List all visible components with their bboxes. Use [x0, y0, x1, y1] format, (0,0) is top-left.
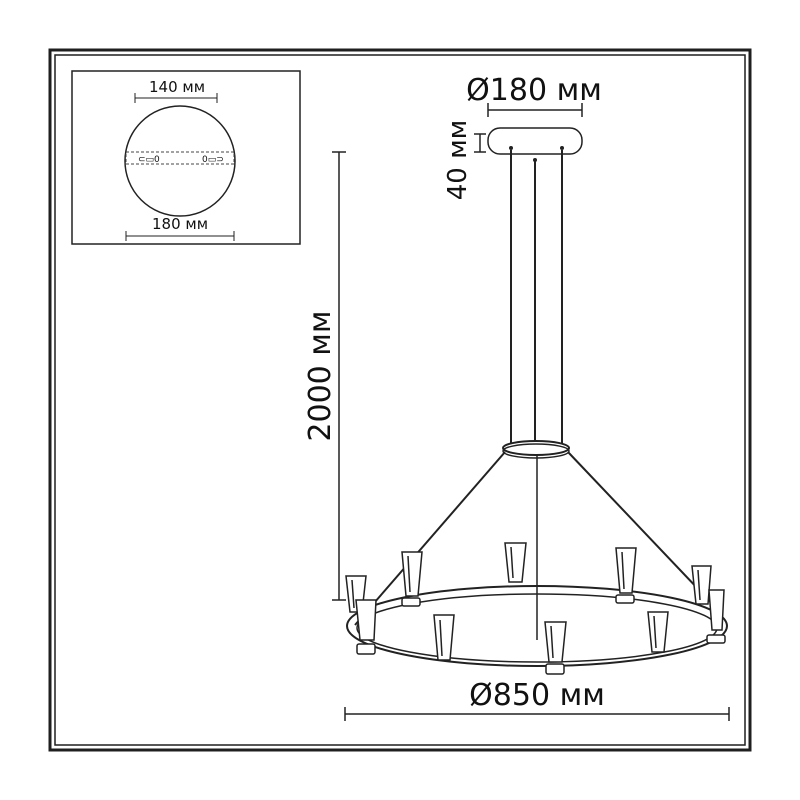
shade [504, 542, 527, 583]
shade [401, 551, 423, 607]
canopy-screw-left [509, 146, 513, 150]
suspension-length-label: 2000 мм [303, 310, 338, 441]
inset-led-right-icon: 0▭⊃ [202, 155, 224, 165]
canopy-screw-right [560, 146, 564, 150]
shade [544, 621, 567, 675]
shades-front-row [355, 599, 669, 675]
ring-dimension: Ø850 мм [344, 678, 730, 721]
inset-detail: 140 мм ⊂▭0 0▭⊃ 180 мм [71, 70, 301, 245]
inset-globe [124, 105, 236, 217]
inset-top-label: 140 мм [149, 78, 205, 96]
shade [615, 547, 637, 604]
shade [647, 611, 669, 653]
suspension-cables [510, 150, 563, 640]
inset-led-left-icon: ⊂▭0 [138, 155, 160, 165]
shade [706, 589, 726, 644]
shade [433, 614, 455, 661]
inner-frame [54, 54, 746, 746]
ring-diameter-label: Ø850 мм [469, 678, 605, 713]
outer-frame [48, 48, 752, 752]
canopy-dimension: Ø180 мм 40 мм [443, 73, 602, 200]
canopy-diameter-label: Ø180 мм [466, 73, 602, 108]
shade [355, 599, 377, 655]
collar-ring [502, 440, 570, 459]
inset-bottom-label: 180 мм [152, 215, 208, 233]
support-wire-left [354, 451, 506, 626]
shade [691, 565, 712, 605]
canopy [487, 127, 583, 162]
suspension-dimension: 2000 мм [303, 151, 346, 601]
canopy-height-label: 40 мм [443, 120, 473, 201]
canopy-body [487, 127, 583, 155]
